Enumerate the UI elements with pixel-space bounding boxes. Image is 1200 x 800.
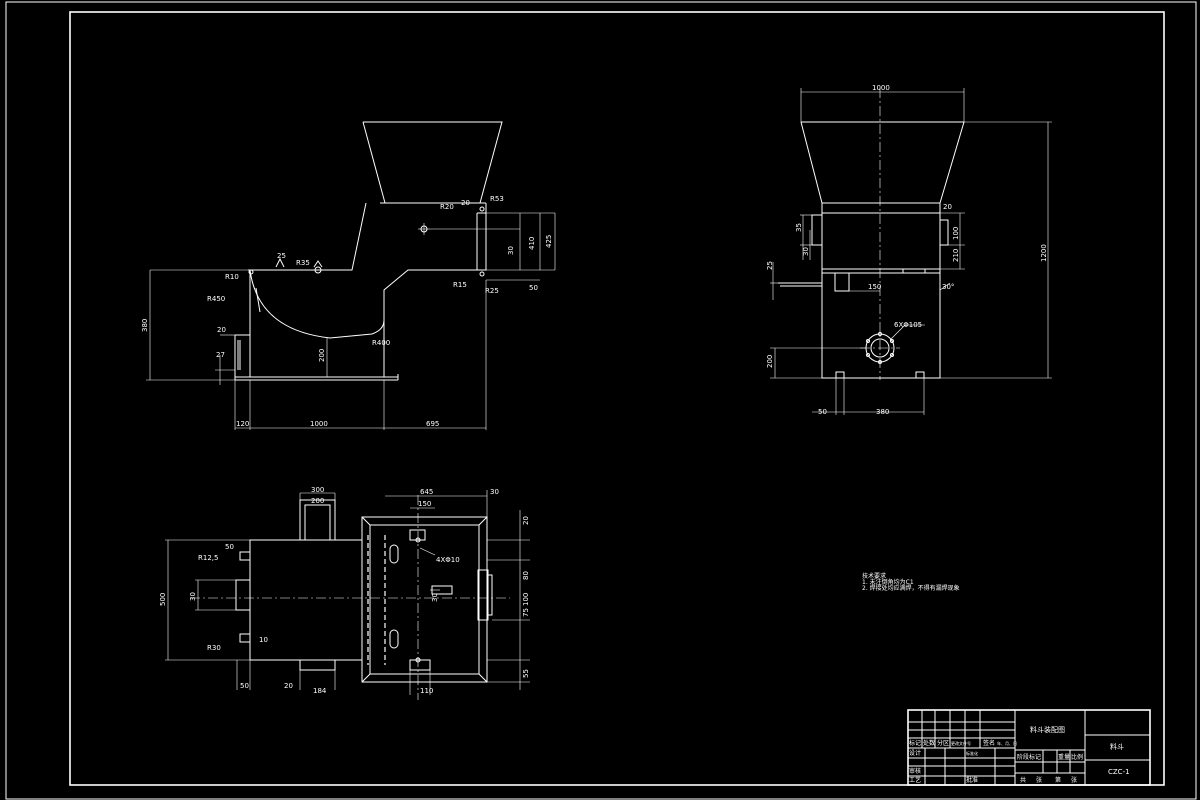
label-approve: 批准 <box>966 776 978 784</box>
dim-text: 200 <box>311 497 324 505</box>
label-of: 第 <box>1055 776 1061 784</box>
dim-text: 210 <box>952 249 960 262</box>
label-std: 标准化 <box>966 750 978 756</box>
dim-text: 30 <box>802 247 810 256</box>
dim-text: 25 <box>766 261 774 270</box>
side-view: 20 R53 R20 30 410 425 R35 25 R10 R450 R1… <box>141 121 556 430</box>
dim-text: 1200 <box>1040 244 1048 262</box>
label-stage-mark: 阶段标记 <box>1017 753 1041 761</box>
dim-text: 20 <box>217 326 226 334</box>
label-design: 设计 <box>909 749 921 757</box>
dim-text: 100 <box>522 593 530 606</box>
dim-text: 200 <box>766 355 774 368</box>
dim-text: 50 <box>818 408 827 416</box>
dim-text: 50 <box>225 543 234 551</box>
dim-text: 200 <box>318 349 326 362</box>
dim-text: 645 <box>420 488 433 496</box>
label-sheet2: 张 <box>1071 776 1077 784</box>
dim-text: 6XΦ105 <box>894 321 922 329</box>
inner-border <box>69 11 1165 786</box>
dim-text: R30 <box>207 644 221 652</box>
label-doc-no: 更改文件号 <box>951 740 971 746</box>
dim-text: R400 <box>372 339 390 347</box>
notes-line-1: 1. 未注倒角均为C1 <box>862 578 914 586</box>
dim-text: R10 <box>225 273 239 281</box>
dim-text: 1000 <box>310 420 328 428</box>
dim-text: 27 <box>216 351 225 359</box>
dim-text: 30 <box>189 592 197 601</box>
dim-text: 150 <box>418 500 431 508</box>
dim-text: 100 <box>952 227 960 240</box>
dim-text: 35 <box>795 223 803 232</box>
drawing-name: 料斗装配图 <box>1030 725 1065 734</box>
dim-text: 50 <box>240 682 249 690</box>
label-zone: 分区 <box>937 739 949 747</box>
notes-title: 技术要求 <box>862 572 886 580</box>
label-date: 年、月、日 <box>997 740 1017 746</box>
dim-text: 4XΦ10 <box>436 556 460 564</box>
technical-notes: 技术要求 1. 未注倒角均为C1 2. 焊接处均应满焊，不得有漏焊现象 <box>862 572 960 592</box>
dim-text: R20 <box>440 203 454 211</box>
dim-text: R450 <box>207 295 225 303</box>
dim-text: 500 <box>159 593 167 606</box>
drawing-number: CZC-1 <box>1108 768 1130 776</box>
outer-border <box>5 1 1197 800</box>
dim-text: 1000 <box>872 84 890 92</box>
top-view: 300 200 645 150 30 50 R12,5 4XΦ10 500 30… <box>159 486 530 700</box>
dim-text: R25 <box>485 287 499 295</box>
dim-text: 20 <box>943 203 952 211</box>
title-block: 料斗装配图 料斗 CZC-1 标记 处数 分区 更改文件号 签名 年、月、日 设… <box>907 709 1151 786</box>
dim-text: 20 <box>522 516 530 525</box>
dim-text: 184 <box>313 687 327 695</box>
dim-text: 425 <box>545 235 553 248</box>
dim-text: 380 <box>141 319 149 332</box>
dim-text: 50 <box>529 284 538 292</box>
dim-text: 30 <box>431 593 439 602</box>
dim-text: 30° <box>942 283 954 291</box>
dim-text: 75 <box>522 608 530 617</box>
dim-text: 10 <box>259 636 268 644</box>
dim-text: 25 <box>277 252 286 260</box>
dim-text: 380 <box>876 408 889 416</box>
label-sheet: 张 <box>1036 776 1042 784</box>
dim-text: 80 <box>522 571 530 580</box>
label-review: 审核 <box>909 767 921 775</box>
dim-text: R15 <box>453 281 467 289</box>
dim-text: R53 <box>490 195 504 203</box>
label-sheets: 共 <box>1020 776 1026 784</box>
label-mark: 标记 <box>909 739 921 747</box>
label-count: 处数 <box>923 739 935 747</box>
dim-text: 20 <box>284 682 293 690</box>
dim-text: 410 <box>528 237 536 250</box>
dim-text: R35 <box>296 259 310 267</box>
label-scale: 比例 <box>1071 753 1083 761</box>
notes-line-2: 2. 焊接处均应满焊，不得有漏焊现象 <box>862 584 960 592</box>
dim-text: 150 <box>868 283 881 291</box>
dim-text: R12,5 <box>198 554 218 562</box>
label-process: 工艺 <box>909 776 921 784</box>
dim-text: 30 <box>507 246 515 255</box>
label-weight: 重量 <box>1058 753 1070 761</box>
dim-text: 110 <box>420 687 433 695</box>
dim-text: 30 <box>490 488 499 496</box>
part-name: 料斗 <box>1110 742 1124 751</box>
dim-text: 120 <box>236 420 249 428</box>
dim-text: 55 <box>522 669 530 678</box>
front-view: 1000 20 35 30 100 210 25 150 30° 6XΦ105 … <box>766 84 1052 416</box>
dim-text: 695 <box>426 420 439 428</box>
dim-text: 300 <box>311 486 324 494</box>
label-sign: 签名 <box>983 739 995 747</box>
dim-text: 20 <box>461 199 470 207</box>
